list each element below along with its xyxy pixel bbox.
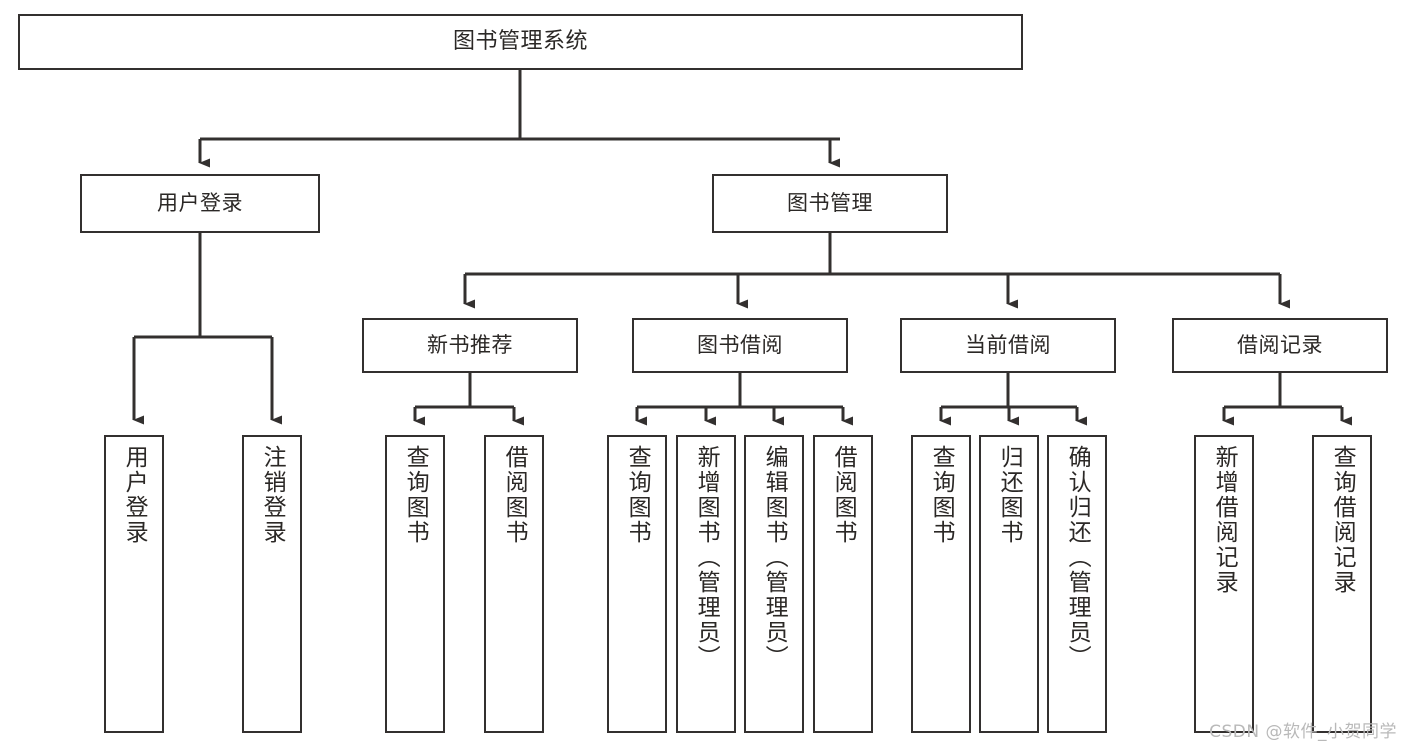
leaf-query-book-recommend[interactable]: 查询图书 [385,435,445,733]
node-label: 当前借阅 [965,333,1051,358]
leaf-query-book-borrow[interactable]: 查询图书 [607,435,667,733]
leaf-user-login[interactable]: 用户登录 [104,435,164,733]
node-root-system[interactable]: 图书管理系统 [18,14,1023,70]
node-new-book-recommend[interactable]: 新书推荐 [362,318,578,373]
node-label: 用户登录 [121,445,148,545]
leaf-query-borrow-record[interactable]: 查询借阅记录 [1312,435,1372,733]
node-book-management[interactable]: 图书管理 [712,174,948,233]
node-book-borrow[interactable]: 图书借阅 [632,318,848,373]
leaf-add-borrow-record[interactable]: 新增借阅记录 [1194,435,1254,733]
node-label: 新增借阅记录 [1211,445,1238,595]
node-current-borrow[interactable]: 当前借阅 [900,318,1116,373]
leaf-return-book[interactable]: 归还图书 [979,435,1039,733]
node-label: 新书推荐 [427,333,513,358]
node-label: 借阅记录 [1237,333,1323,358]
leaf-logout-login[interactable]: 注销登录 [242,435,302,733]
node-label: 归还图书 [996,445,1023,545]
node-label: 借阅图书 [501,445,528,545]
node-label: 用户登录 [157,191,243,216]
node-user-login[interactable]: 用户登录 [80,174,320,233]
node-label: 编辑图书（管理员） [761,445,788,670]
node-label: 查询借阅记录 [1329,445,1356,595]
node-label: 图书借阅 [697,333,783,358]
leaf-add-book[interactable]: 新增图书（管理员） [676,435,736,733]
node-label: 新增图书（管理员） [693,445,720,670]
node-borrow-record[interactable]: 借阅记录 [1172,318,1388,373]
node-label: 查询图书 [624,445,651,545]
watermark-text: CSDN @软件_小贺同学 [1209,722,1397,742]
node-label: 确认归还（管理员） [1064,445,1091,670]
leaf-query-book-current[interactable]: 查询图书 [911,435,971,733]
node-label: 图书管理系统 [452,29,588,55]
node-label: 图书管理 [787,191,873,216]
leaf-edit-book[interactable]: 编辑图书（管理员） [744,435,804,733]
leaf-confirm-return[interactable]: 确认归还（管理员） [1047,435,1107,733]
node-label: 查询图书 [402,445,429,545]
node-label: 查询图书 [928,445,955,545]
node-label: 注销登录 [259,445,286,545]
node-label: 借阅图书 [830,445,857,545]
leaf-borrow-book[interactable]: 借阅图书 [813,435,873,733]
leaf-borrow-book-recommend[interactable]: 借阅图书 [484,435,544,733]
